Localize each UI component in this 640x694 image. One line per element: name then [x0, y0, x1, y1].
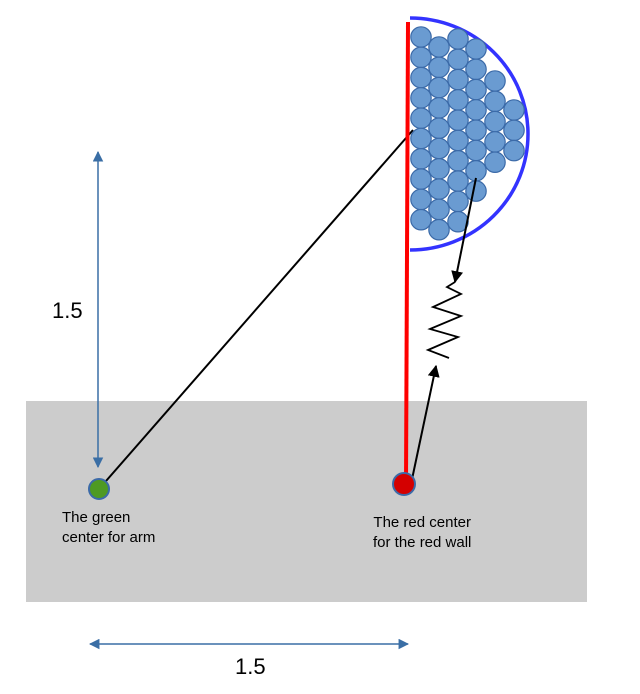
particle-icon — [503, 99, 525, 121]
red-center-label: The red center for the red wall — [373, 514, 472, 551]
particle-icon — [410, 26, 432, 48]
particle-icon — [484, 70, 506, 92]
spring-icon — [410, 177, 477, 485]
particle-cluster — [410, 26, 525, 241]
particle-icon — [428, 36, 450, 58]
arm-line — [98, 129, 414, 490]
red-wall — [404, 21, 410, 485]
particle-icon — [428, 76, 450, 99]
particle-icon — [428, 178, 450, 200]
particle-icon — [410, 66, 432, 89]
particle-icon — [428, 137, 450, 160]
particle-icon — [465, 139, 487, 162]
particle-icon — [465, 160, 487, 182]
particle-icon — [410, 168, 432, 190]
particle-icon — [447, 28, 469, 50]
particle-icon — [465, 180, 487, 202]
particle-icon — [484, 90, 506, 113]
particle-icon — [447, 129, 469, 152]
particle-icon — [447, 48, 469, 71]
particle-icon — [428, 97, 450, 119]
base-rectangle — [26, 401, 587, 602]
particle-icon — [428, 56, 450, 79]
particle-icon — [428, 218, 450, 241]
particle-icon — [447, 190, 469, 213]
particle-icon — [428, 198, 450, 221]
particle-icon — [465, 38, 487, 60]
particle-icon — [484, 110, 506, 133]
particle-icon — [503, 139, 525, 162]
green-center-dot — [88, 478, 110, 500]
particle-icon — [428, 117, 450, 139]
particle-icon — [410, 208, 432, 231]
particle-icon — [447, 210, 469, 233]
particle-icon — [503, 119, 525, 142]
particle-icon — [410, 188, 432, 211]
vertical-dimension-label: 1.5 — [52, 298, 83, 323]
particle-icon — [484, 131, 506, 153]
particle-icon — [465, 78, 487, 101]
particle-icon — [410, 87, 432, 109]
particle-icon — [447, 109, 469, 131]
particle-icon — [484, 151, 506, 173]
particle-icon — [428, 158, 450, 180]
green-center-label: The green center for arm — [62, 509, 156, 546]
particle-icon — [410, 127, 432, 150]
particle-icon — [410, 107, 432, 129]
particle-icon — [410, 148, 432, 170]
particle-icon — [447, 170, 469, 192]
particle-icon — [447, 150, 469, 172]
particle-icon — [465, 99, 487, 121]
horizontal-dimension-label: 1.5 — [235, 654, 266, 679]
particle-icon — [465, 58, 487, 81]
red-center-dot — [392, 472, 416, 496]
particle-icon — [465, 119, 487, 141]
particle-icon — [447, 68, 469, 91]
particle-icon — [447, 89, 469, 111]
particle-icon — [410, 46, 432, 69]
